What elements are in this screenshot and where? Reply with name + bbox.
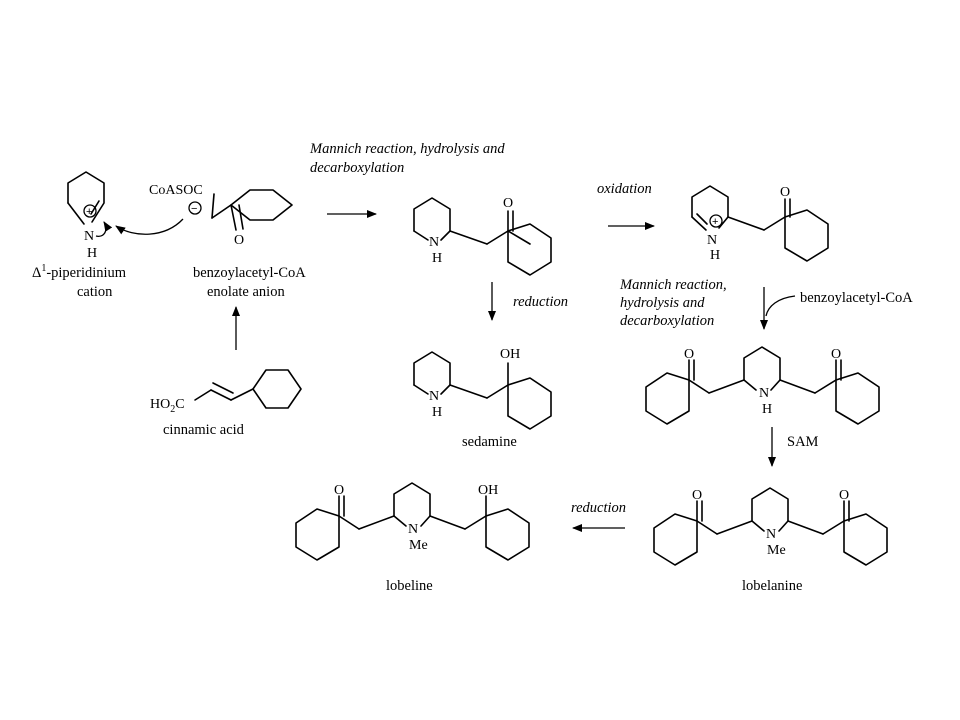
piperidinium-cation-structure: + N H bbox=[67, 171, 113, 261]
atom-me: Me bbox=[409, 538, 428, 553]
atom-o: O bbox=[831, 347, 841, 362]
atom-h: H bbox=[432, 251, 442, 266]
charge-minus: − bbox=[191, 203, 197, 215]
lobelanine-label: lobelanine bbox=[742, 578, 802, 594]
enolate-label-line1: benzoylacetyl-CoA bbox=[193, 265, 306, 281]
lobeline-label: lobeline bbox=[386, 578, 433, 594]
atom-oh: OH bbox=[478, 483, 498, 498]
atom-n: N bbox=[707, 233, 717, 248]
atom-oh: OH bbox=[500, 347, 520, 362]
step-sam: SAM bbox=[787, 434, 819, 450]
atom-o: O bbox=[839, 488, 849, 503]
piperidinium-label-line2: cation bbox=[77, 284, 113, 300]
atom-n: N bbox=[429, 389, 439, 404]
atom-n: N bbox=[408, 522, 418, 537]
charge-plus: + bbox=[712, 216, 718, 228]
positive-charge-icon bbox=[83, 204, 97, 218]
step-mannich2-line1: Mannich reaction, bbox=[619, 277, 727, 293]
curved-arrow-icon bbox=[95, 221, 113, 237]
phenacylpiperidine-structure: N H O bbox=[413, 196, 552, 276]
atom-n: N bbox=[759, 386, 769, 401]
reagent-benzoylacetyl-coa: benzoylacetyl-CoA bbox=[800, 290, 913, 306]
carboxyl-group: HO2C bbox=[150, 397, 185, 415]
step-mannich2-line2: hydrolysis and bbox=[620, 295, 705, 311]
step-reduction-lobeline: reduction bbox=[571, 500, 626, 516]
atom-o: O bbox=[780, 185, 790, 200]
reagent-curve bbox=[765, 295, 796, 317]
step-mannich2-line3: decarboxylation bbox=[620, 313, 714, 329]
step-oxidation: oxidation bbox=[597, 181, 652, 197]
step-mannich-line2: decarboxylation bbox=[310, 160, 404, 176]
step-reduction-sedamine: reduction bbox=[513, 294, 568, 310]
lobelanine-structure: N Me O O bbox=[653, 487, 888, 566]
atom-o: O bbox=[234, 233, 244, 248]
coasoc-group: CoASOC bbox=[149, 183, 203, 198]
atom-n: N bbox=[766, 527, 776, 542]
atom-me: Me bbox=[767, 543, 786, 558]
norlobelanine-structure: N H O O bbox=[645, 346, 880, 425]
step-mannich-line1: Mannich reaction, hydrolysis and bbox=[309, 141, 505, 157]
atom-n: N bbox=[84, 229, 94, 244]
lobeline-structure: N Me O OH bbox=[295, 482, 530, 561]
atom-h: H bbox=[87, 246, 97, 261]
atom-h: H bbox=[710, 248, 720, 263]
sedamine-structure: N H OH bbox=[413, 347, 552, 430]
atom-o: O bbox=[684, 347, 694, 362]
negative-charge-icon bbox=[188, 201, 202, 215]
sedamine-label: sedamine bbox=[462, 434, 517, 450]
cinnamic-acid-label: cinnamic acid bbox=[163, 422, 245, 438]
atom-o: O bbox=[334, 483, 344, 498]
piperidinium-label-line1: Δ1-piperidinium bbox=[32, 263, 127, 281]
atom-h: H bbox=[432, 405, 442, 420]
enolate-label-line2: enolate anion bbox=[207, 284, 285, 300]
iminium-intermediate-structure: + N H O bbox=[691, 185, 829, 263]
atom-o: O bbox=[503, 196, 513, 211]
atom-o: O bbox=[692, 488, 702, 503]
enolate-anion-structure: CoASOC O − bbox=[149, 183, 293, 248]
positive-charge-icon bbox=[709, 214, 723, 228]
nucleophilic-attack-arrow bbox=[115, 218, 184, 235]
atom-n: N bbox=[429, 235, 439, 250]
charge-plus: + bbox=[86, 206, 92, 218]
atom-h: H bbox=[762, 402, 772, 417]
cinnamic-acid-structure: HO2C bbox=[150, 369, 302, 415]
